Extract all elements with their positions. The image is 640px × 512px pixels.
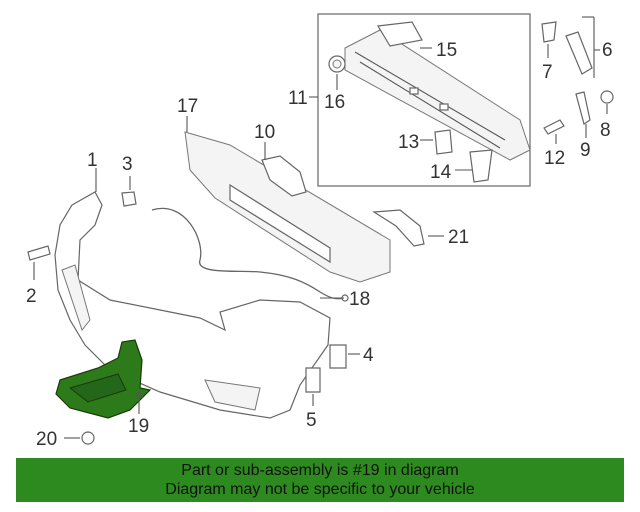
part-21-trim [372,209,425,247]
callout-5: 5 [306,410,317,431]
callout-6: 6 [602,40,613,61]
callout-11: 11 [288,88,308,109]
part-13-bracket [434,129,453,155]
callout-13: 13 [398,132,419,153]
part-9-screw [575,91,591,125]
callout-17: 17 [177,96,198,117]
info-banner: Part or sub-assembly is #19 in diagram D… [16,458,624,502]
callout-9: 9 [580,140,591,161]
part-10-bracket [261,155,307,197]
callout-7: 7 [542,62,553,83]
part-15-bracket [377,21,423,47]
callout-15: 15 [436,40,457,61]
reinforcement-group-box [317,13,531,187]
callout-2: 2 [26,286,37,307]
callout-3: 3 [122,154,133,175]
callout-16: 16 [324,92,345,113]
part-7-clip [541,21,557,43]
part-12-bolt [543,119,565,135]
part-3-clip [121,191,137,207]
part-20-nut [81,431,95,445]
part-2-screw [27,245,51,261]
callout-10: 10 [254,122,275,143]
callout-21: 21 [448,227,469,248]
banner-line-1: Part or sub-assembly is #19 in diagram [181,462,459,479]
callout-8: 8 [600,120,611,141]
part-17-absorber [184,131,391,283]
part-8-bolt [600,90,614,104]
part-5-clip [305,367,321,393]
part-14-bracket [469,149,493,183]
part-6-bracket [565,31,593,75]
banner-line-2: Diagram may not be specific to your vehi… [165,481,475,498]
callout-14: 14 [430,162,452,183]
part-18-wiring-harness [151,207,346,300]
callout-18: 18 [349,289,370,310]
callout-1: 1 [87,150,98,171]
callout-4: 4 [363,345,374,366]
callout-19: 19 [128,416,149,437]
callout-20: 20 [36,429,57,450]
part-4-clip [329,344,347,369]
callout-12: 12 [544,148,565,169]
